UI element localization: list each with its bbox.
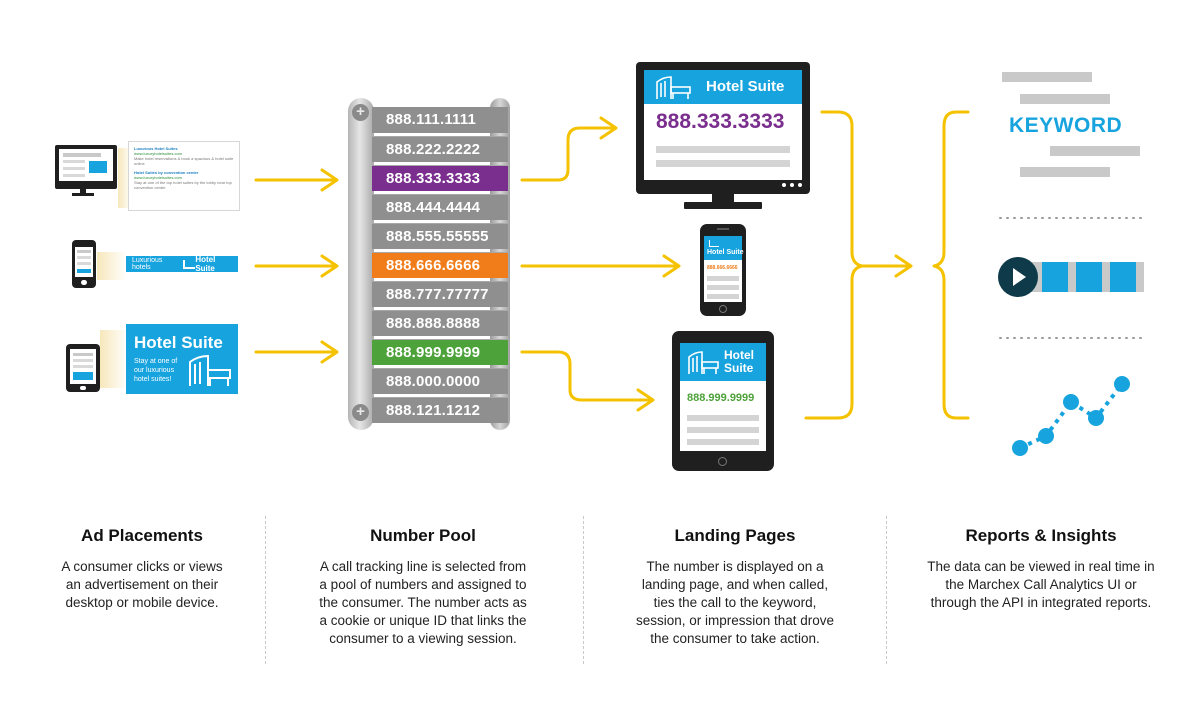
- section-title-reports-insights: Reports & Insights: [965, 526, 1117, 545]
- section-title-ad-placements: Ad Placements: [81, 526, 203, 545]
- body-line: a pool of numbers and assigned to: [319, 577, 527, 592]
- desktop-ad-url-2: www.luxuryhotelsuites.com: [134, 175, 183, 180]
- pool-number-row: 888.222.2222: [372, 136, 508, 162]
- body-line: A call tracking line is selected from: [319, 559, 527, 574]
- desktop-ad-url-1: www.luxuryhotelsuites.com: [134, 151, 183, 156]
- section-divider: [886, 516, 887, 664]
- plus-icon: +: [352, 404, 369, 421]
- landing-desktop-brand: Hotel Suite: [706, 78, 785, 95]
- body-line: a cookie or unique ID that links the: [319, 613, 527, 628]
- hotel-logo-icon: [182, 259, 196, 269]
- body-line: consumer to a viewing session.: [329, 631, 517, 646]
- landing-tablet-number: 888.999.9999: [687, 392, 755, 404]
- body-line: the consumer. The number acts as: [319, 595, 527, 610]
- body-line: through the API in integrated reports.: [930, 595, 1152, 610]
- pool-number-row: 888.888.8888: [372, 310, 508, 336]
- pool-number-row: 888.121.1212: [372, 397, 508, 423]
- report-bar: [1020, 94, 1110, 104]
- arrow-pool-to-desktop: [520, 116, 618, 182]
- tablet-ad-title: Hotel Suite: [134, 333, 223, 352]
- desktop-text-ad: Luxurious Hotel Suites www.luxuryhotelsu…: [128, 141, 240, 211]
- trend-line-chart-icon: [1012, 376, 1130, 456]
- report-bar: [1020, 167, 1110, 177]
- smartphone-icon: [72, 240, 96, 288]
- body-line: The data can be viewed in real time in: [927, 559, 1155, 574]
- hotel-logo-icon: [709, 240, 719, 247]
- body-line: session, or impression that drove: [635, 613, 835, 628]
- hotel-building-icon: [189, 354, 231, 386]
- section-body-landing-pages: The number is displayed on a landing pag…: [600, 558, 870, 648]
- tablet-icon: [66, 344, 100, 392]
- tablet-display-ad: Hotel Suite Stay at one of our luxurious…: [126, 324, 238, 394]
- desktop-monitor-icon: [55, 145, 117, 189]
- section-divider: [265, 516, 266, 664]
- arrow-pool-to-tablet: [520, 350, 655, 412]
- landing-mobile-brand: Hotel Suite: [707, 249, 744, 256]
- tablet-ad-body: Stay at one of our luxurious hotel suite…: [134, 358, 178, 383]
- arrow-pool-to-mobile: [520, 254, 681, 278]
- plus-icon: +: [352, 104, 369, 121]
- body-line: the consumer to take action.: [650, 631, 820, 646]
- pool-number-row: 888.000.0000: [372, 368, 508, 394]
- desktop-ad-headline-1: Luxurious Hotel Suites: [134, 146, 178, 151]
- arrow-desktop-to-pool: [254, 168, 339, 192]
- pool-number-row: 888.111.1111: [372, 107, 508, 133]
- desktop-ad-headline-2: Hotel Suites by convention center: [134, 170, 199, 175]
- body-line: A consumer clicks or views: [61, 559, 223, 574]
- pool-number-row: 888.666.6666: [372, 252, 508, 278]
- landing-desktop-number: 888.333.3333: [656, 110, 785, 133]
- pool-number-row: 888.777.77777: [372, 281, 508, 307]
- desktop-ad-desc-1: Make hotel reservations & book a spaciou…: [134, 156, 234, 166]
- mobile-banner-text: Luxurious hotels: [132, 257, 163, 271]
- body-line: the Marchex Call Analytics UI or: [945, 577, 1137, 592]
- session-timeline: [1020, 262, 1144, 292]
- pool-number-row: 888.333.3333: [372, 165, 508, 191]
- landing-tablet-brand-line2: Suite: [724, 361, 754, 375]
- section-divider: [583, 516, 584, 664]
- bracket-landing: [804, 110, 864, 420]
- landing-tablet-brand-line1: Hotel: [724, 348, 754, 362]
- body-line: landing page, and when called,: [641, 577, 829, 592]
- section-body-ad-placements: A consumer clicks or views an advertisem…: [32, 558, 252, 612]
- pool-number-row: 888.444.4444: [372, 194, 508, 220]
- scroll-roller-left: [348, 98, 374, 430]
- section-body-reports-insights: The data can be viewed in real time in t…: [900, 558, 1182, 612]
- landing-tablet: Hotel Suite 888.999.9999: [672, 331, 774, 471]
- bracket-reports: [932, 110, 970, 420]
- hotel-building-icon: [656, 76, 691, 99]
- report-bar: [1050, 146, 1140, 156]
- section-body-number-pool: A call tracking line is selected from a …: [288, 558, 558, 648]
- pool-number-row: 888.555.55555: [372, 223, 508, 249]
- mobile-banner-ad: Luxurious hotels Hotel Suite: [126, 255, 238, 273]
- hotel-building-icon: [688, 351, 719, 374]
- body-line: an advertisement on their: [65, 577, 219, 592]
- body-line: ties the call to the keyword,: [653, 595, 817, 610]
- play-icon: [998, 257, 1038, 297]
- body-line: desktop or mobile device.: [65, 595, 219, 610]
- arrow-landing-to-reports: [860, 254, 913, 278]
- arrow-mobile-to-pool: [254, 254, 339, 278]
- mobile-banner-brand: Hotel Suite: [195, 255, 216, 273]
- landing-desktop-monitor: Hotel Suite 888.333.3333: [636, 62, 810, 194]
- keyword-label: KEYWORD: [1009, 114, 1123, 137]
- desktop-ad-desc-2: Stay at one of the top hotel suites by t…: [134, 180, 232, 190]
- body-line: The number is displayed on a: [646, 559, 824, 574]
- section-title-landing-pages: Landing Pages: [674, 526, 796, 545]
- report-bar: [1002, 72, 1092, 82]
- landing-smartphone: Hotel Suite 888.666.6666: [700, 224, 746, 316]
- landing-mobile-number: 888.666.6666: [707, 265, 738, 271]
- arrow-tablet-to-pool: [254, 340, 339, 364]
- pool-number-row: 888.999.9999: [372, 339, 508, 365]
- section-title-number-pool: Number Pool: [370, 526, 476, 545]
